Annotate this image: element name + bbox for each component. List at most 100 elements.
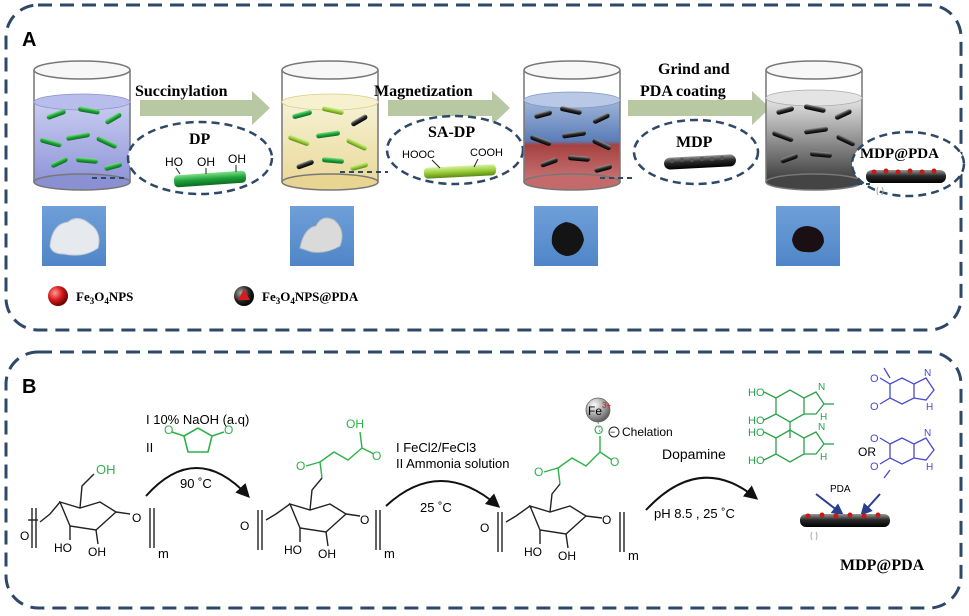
cellulose2-o-right: O bbox=[360, 513, 369, 527]
step2-fecl: I FeCl2/FeCl3 bbox=[396, 440, 476, 455]
step-succinylation: Succinylation bbox=[135, 83, 228, 100]
photo-dp bbox=[42, 206, 106, 266]
or-label: OR bbox=[858, 445, 876, 459]
chelate-o-1: O bbox=[534, 465, 543, 479]
arrow-step1 bbox=[145, 467, 250, 499]
pda-b-o-4: O bbox=[870, 461, 879, 473]
dark-fibers-4 bbox=[772, 104, 856, 164]
sadp-cooh: COOH bbox=[470, 147, 503, 159]
arrow-step2 bbox=[385, 480, 501, 508]
step-grind: Grind and bbox=[658, 61, 730, 78]
pda-ho-3: HO bbox=[748, 427, 765, 439]
panel-b-label: B bbox=[22, 376, 36, 398]
step2-temp: 25 ˚C bbox=[420, 500, 452, 515]
cellulose-unit-1 bbox=[28, 473, 155, 548]
cellulose-ho: HO bbox=[54, 541, 72, 555]
pda-b-o-3: O bbox=[870, 433, 879, 445]
pda-b-o-2: O bbox=[870, 401, 879, 413]
sadp-hooc: HOOC bbox=[402, 149, 435, 161]
mdp-pda-bubble: MDP@PDA bbox=[848, 130, 966, 198]
pda-b-n-2: N bbox=[924, 428, 931, 439]
arrow-grind-pda: Grind and PDA coating bbox=[628, 61, 770, 125]
cellulose2-oh: OH bbox=[318, 547, 336, 561]
pda-h-1: H bbox=[820, 412, 827, 423]
pda-n-1: N bbox=[818, 382, 825, 393]
dp-ho: HO bbox=[165, 155, 183, 169]
cellulose-m-1: m bbox=[158, 546, 169, 561]
pda-b-o-1: O bbox=[870, 373, 879, 385]
product-sa-dp: SA-DP bbox=[428, 124, 475, 141]
mixed-fibers bbox=[288, 106, 368, 171]
product-mdp: MDP bbox=[676, 134, 713, 151]
cellulose3-oh: OH bbox=[558, 549, 576, 563]
panel-b-frame bbox=[4, 350, 963, 610]
chelation-label: Chelation bbox=[622, 425, 673, 439]
legend-fe3o4-nps-pda: Fe3O4NPS@PDA bbox=[234, 286, 359, 306]
legend-fe3o4-nps: Fe3O4NPS bbox=[48, 286, 133, 306]
step1-temp: 90 ˚C bbox=[180, 476, 212, 491]
step1-naoh: I 10% NaOH (a.q) bbox=[146, 412, 249, 427]
cellulose-unit-2 bbox=[257, 477, 381, 550]
dp-oh-2: OH bbox=[228, 152, 246, 166]
succinate-chain-2 bbox=[543, 436, 613, 485]
pda-h-2: H bbox=[820, 452, 827, 463]
arrow-step3 bbox=[645, 476, 759, 511]
pda-small-label: PDA bbox=[830, 484, 851, 495]
step-magnetization: Magnetization bbox=[374, 83, 473, 100]
pda-ho-1: HO bbox=[748, 387, 765, 399]
fe-charge: 3+ bbox=[602, 401, 611, 410]
pda-structure-blue bbox=[879, 367, 935, 479]
fe-label: Fe bbox=[588, 404, 602, 418]
fe-ion: Fe 3+ − Chelation bbox=[585, 397, 673, 439]
beaker-1 bbox=[33, 60, 131, 191]
mdp-pda-fiber: PDA MDP@PDA bbox=[800, 484, 925, 574]
sadp-bubble: SA-DP HOOC COOH bbox=[340, 114, 525, 186]
step3-dopamine: Dopamine bbox=[662, 446, 726, 462]
pda-ho-2: HO bbox=[748, 415, 765, 427]
product-mdp-pda: MDP@PDA bbox=[860, 146, 939, 162]
cellulose-oh-green: OH bbox=[96, 462, 116, 477]
cellulose-m-2: m bbox=[384, 546, 395, 561]
cellulose-o-right: O bbox=[132, 511, 141, 525]
pda-b-n-1: N bbox=[924, 368, 931, 379]
cellulose-m-3: m bbox=[628, 548, 639, 563]
cellulose3-ho: HO bbox=[524, 545, 542, 559]
cellulose3-o-right: O bbox=[602, 513, 611, 527]
chelate-o-2: O bbox=[594, 423, 603, 437]
photo-sa-dp bbox=[290, 206, 354, 266]
svg-text:Fe3O4NPS: Fe3O4NPS bbox=[76, 289, 133, 306]
arrow-magnetization: Magnetization bbox=[374, 83, 510, 125]
succinate-o-2: O bbox=[372, 449, 381, 463]
step-pda-coating: PDA coating bbox=[640, 83, 726, 100]
svg-text:Fe3O4NPS@PDA: Fe3O4NPS@PDA bbox=[262, 289, 359, 306]
product-label-b: MDP@PDA bbox=[840, 557, 925, 574]
arrow-succinylation: Succinylation bbox=[135, 83, 270, 125]
anhydride-o-left: O bbox=[164, 423, 173, 437]
succinate-oh: OH bbox=[346, 417, 364, 431]
green-fibers bbox=[40, 106, 122, 171]
succinate-o-1: O bbox=[296, 459, 305, 473]
minus-sign: − bbox=[610, 427, 615, 437]
dp-bubble: DP HO OH OH bbox=[92, 120, 274, 196]
pda-n-2: N bbox=[818, 422, 825, 433]
succinic-anhydride bbox=[171, 427, 225, 453]
pda-b-h-1: H bbox=[926, 402, 933, 413]
dp-oh-1: OH bbox=[197, 155, 215, 169]
product-dp: DP bbox=[189, 131, 211, 148]
mdp-bubble: MDP bbox=[600, 118, 760, 186]
dark-fibers-3 bbox=[530, 106, 612, 173]
chelate-o-3: O bbox=[610, 455, 619, 469]
cellulose3-o-left: O bbox=[480, 521, 489, 535]
photo-mdp-pda bbox=[776, 206, 840, 266]
step2-ammonia: II Ammonia solution bbox=[396, 456, 509, 471]
cellulose-oh: OH bbox=[88, 545, 106, 559]
anhydride-o-right: O bbox=[224, 423, 233, 437]
panel-a-frame bbox=[4, 3, 963, 332]
cellulose-unit-3 bbox=[497, 483, 625, 552]
cellulose2-o-left: O bbox=[240, 519, 249, 533]
photo-mdp bbox=[534, 206, 598, 266]
pda-ho-4: HO bbox=[748, 455, 765, 467]
beaker-4 bbox=[765, 60, 863, 191]
